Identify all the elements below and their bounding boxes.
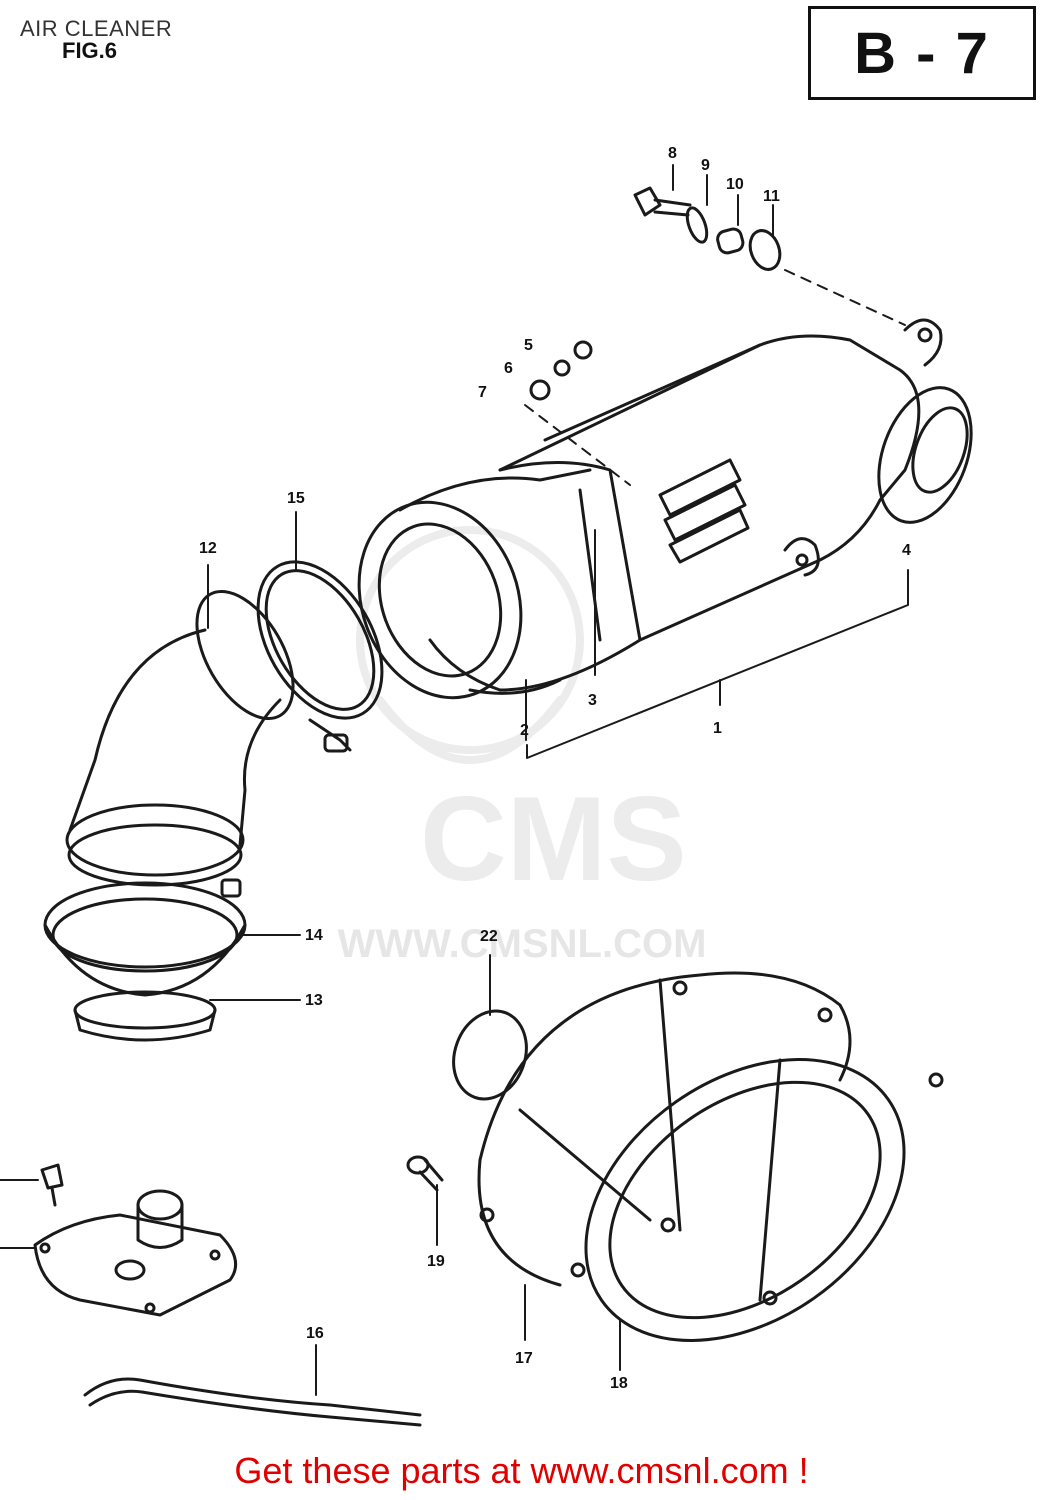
intake-elbow [65,589,295,887]
leader-lines [207,164,909,1396]
part-label-13: 13 [305,992,323,1009]
part-label-14: 14 [305,927,323,944]
part-label-4: 4 [902,542,911,559]
part-label-2: 2 [520,722,529,739]
page-code-box: B - 7 [808,6,1036,100]
hardware-bolts [524,186,906,486]
page-title: AIR CLEANER [20,16,173,41]
air-cleaner-case [428,318,973,692]
part-label-6: 6 [504,360,513,377]
cover-assembly [452,971,944,1342]
part-label-18: 18 [610,1375,628,1392]
part-label-3: 3 [588,692,597,709]
part-label-7: 7 [478,384,487,401]
part-label-17: 17 [515,1350,533,1367]
part-label-15: 15 [287,490,305,507]
part-label-12: 12 [199,540,217,557]
part-label-9: 9 [701,157,710,174]
filter-element [357,461,642,700]
watermark-badge-shape [356,526,584,764]
watermark-url: WWW.CMSNL.COM [337,921,707,966]
clamp-ring [256,560,384,753]
intake-funnel [43,878,247,1042]
watermark-brand: CMS [420,772,687,906]
cover-screw [406,1155,444,1192]
drain-plate [0,1163,238,1317]
part-label-11: 11 [763,188,780,205]
part-label-1: 1 [713,720,722,737]
part-label-22: 22 [480,928,498,945]
buy-parts-link[interactable]: Get these parts at www.cmsnl.com ! [234,1450,809,1491]
part-label-5: 5 [524,337,533,354]
part-label-8: 8 [668,145,677,162]
figure-label: FIG.6 [62,38,118,63]
part-label-19: 19 [427,1253,445,1270]
drain-hose [83,1377,422,1427]
part-label-16: 16 [306,1325,324,1342]
part-label-10: 10 [726,176,744,193]
